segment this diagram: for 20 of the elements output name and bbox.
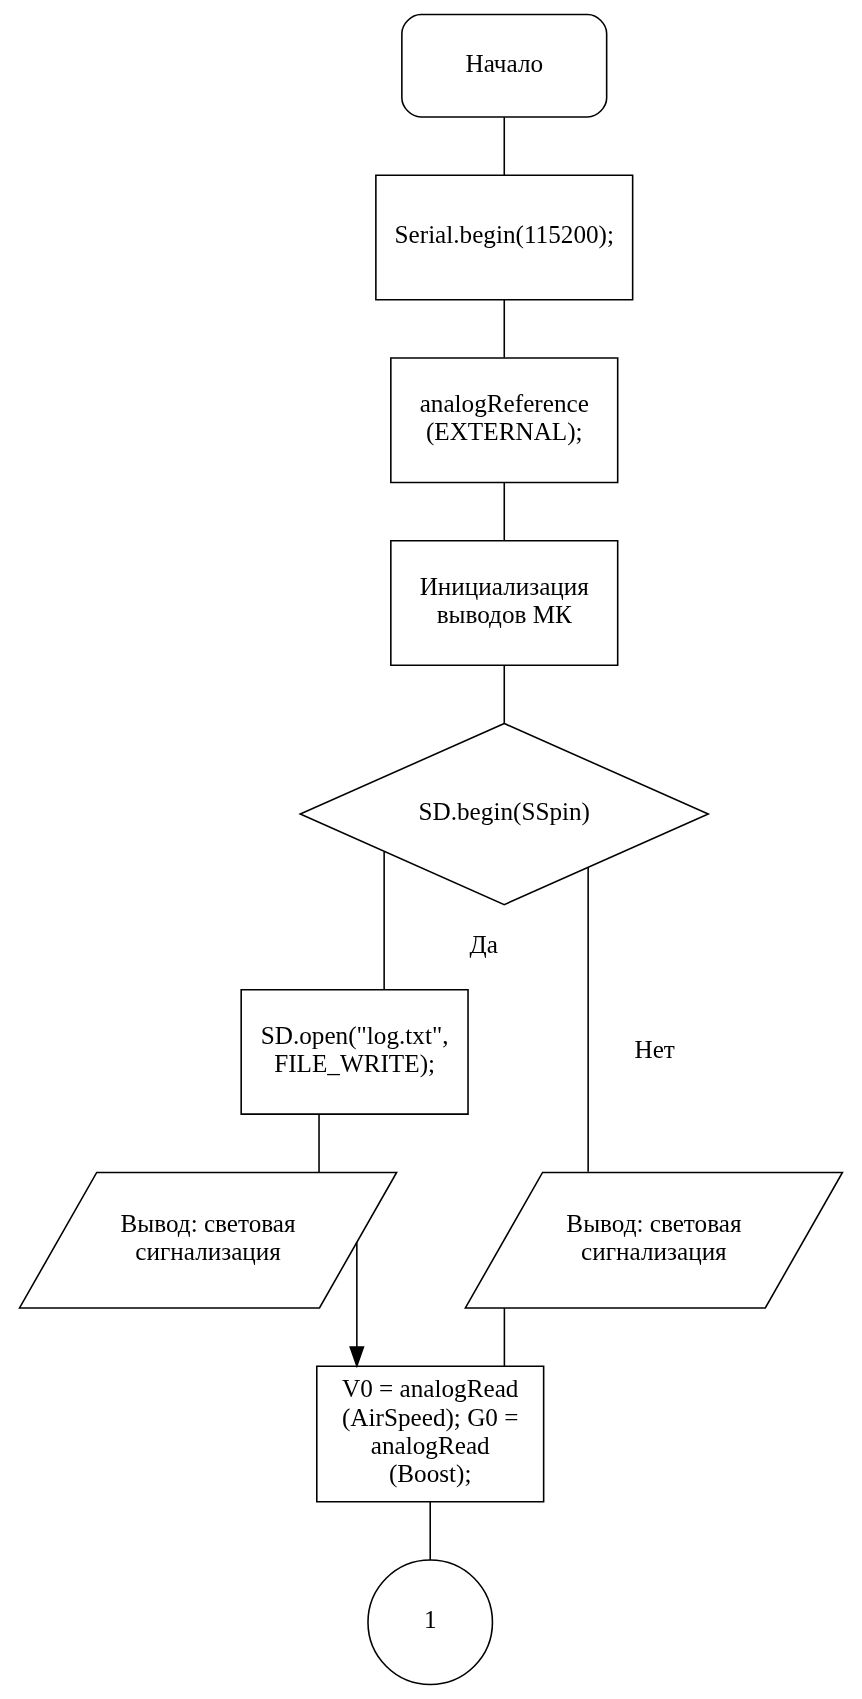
connector [503, 664, 506, 724]
node-box: Инициализация выводов МК [390, 539, 619, 666]
node-box: Serial.begin(115200); [375, 174, 634, 301]
connector [383, 850, 385, 991]
node-diamond: SD.begin(SSpin) [298, 722, 711, 906]
connector [503, 116, 506, 176]
node-box: Начало [401, 13, 608, 118]
edge-label: Нет [634, 1035, 675, 1063]
connector [587, 866, 589, 1173]
node-box: V0 = analogRead (AirSpeed); G0 = analogRead (Boost); [316, 1365, 545, 1503]
connector [503, 1307, 506, 1367]
connector [318, 1113, 320, 1173]
node-circle: 1 [367, 1559, 494, 1686]
edge-label: Да [469, 931, 498, 959]
connector [429, 1501, 431, 1561]
arrow [349, 1241, 365, 1369]
connector [503, 299, 506, 359]
node-box: analogReference (EXTERNAL); [390, 357, 619, 484]
connector [503, 481, 506, 542]
node-box: SD.open("log.txt", FILE_WRITE); [240, 988, 469, 1115]
